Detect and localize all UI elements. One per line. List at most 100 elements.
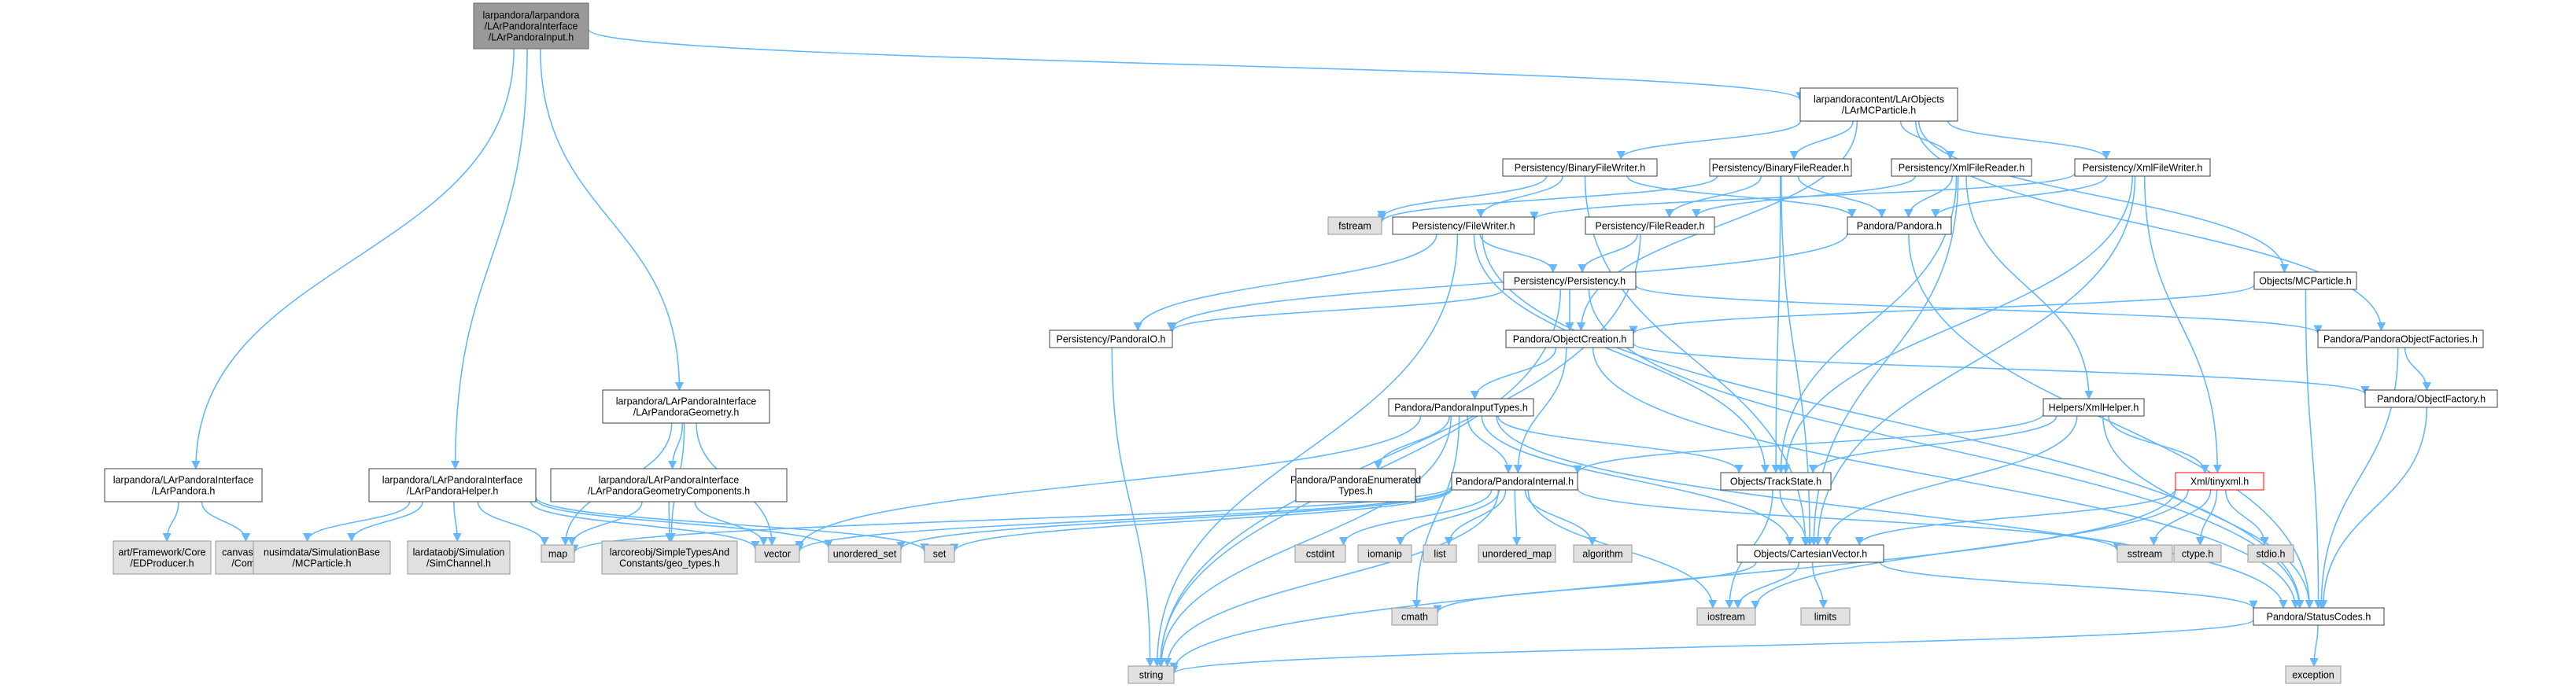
node-binfilereader[interactable]: Persistency/BinaryFileReader.h <box>1709 158 1852 177</box>
edge-lar_mcparticle-to-binfilereader <box>1789 120 1854 160</box>
node-box <box>1127 665 1175 684</box>
node-box <box>1049 329 1173 348</box>
node-box <box>1847 216 1952 235</box>
node-statuscodes[interactable]: Pandora/StatusCodes.h <box>2253 607 2385 626</box>
node-label-line: /LArPandoraHelper.h <box>407 486 499 497</box>
edge-lar_helper-to-map <box>477 501 549 547</box>
node-inputtypes[interactable]: Pandora/PandoraInputTypes.h <box>1388 398 1534 417</box>
node-binfilewriter[interactable]: Persistency/BinaryFileWriter.h <box>1502 158 1658 177</box>
node-trackstate[interactable]: Objects/TrackState.h <box>1720 472 1832 491</box>
node-objectcreation[interactable]: Pandora/ObjectCreation.h <box>1505 329 1634 348</box>
edge-lar_mcparticle-to-xmlfilereader <box>1899 120 1955 160</box>
edge-cartesian-to-limits <box>1811 561 1828 609</box>
node-box <box>2074 158 2211 177</box>
edge-lar_mcparticle-to-xmlfilewriter <box>1947 120 2111 160</box>
node-lar_helper[interactable]: larpandora/LArPandoraInterface/LArPandor… <box>368 468 537 502</box>
node-box <box>1505 329 1634 348</box>
node-label-line: Types.h <box>1338 486 1373 497</box>
edge-objectcreation-to-inputtypes <box>1470 347 1557 400</box>
edge-lar_mcparticle-to-objectfactories <box>1914 120 2386 332</box>
node-box <box>1391 607 1438 626</box>
node-box <box>1503 271 1637 290</box>
node-label-line: Objects/MCParticle.h <box>2259 276 2351 287</box>
node-pandora[interactable]: Pandora/Pandora.h <box>1847 216 1952 235</box>
edge-xmlfilereader-to-pandora <box>1904 175 1954 219</box>
node-box <box>2317 329 2484 348</box>
node-objectfactory[interactable]: Pandora/ObjectFactory.h <box>2364 389 2498 408</box>
node-objectfactories[interactable]: Pandora/PandoraObjectFactories.h <box>2317 329 2484 348</box>
edge-tinyxml-to-cartesian <box>1854 488 2176 547</box>
node-box <box>1423 544 1457 563</box>
node-ctype: ctype.h <box>2173 544 2222 563</box>
edge-xmlhelper-to-tinyxml <box>2107 415 2209 474</box>
node-limits: limits <box>1800 607 1851 626</box>
edge-inputtypes-to-cartesian <box>1481 415 1795 547</box>
node-label-line: algorithm <box>1582 549 1622 560</box>
node-internal[interactable]: Pandora/PandoraInternal.h <box>1451 472 1578 491</box>
node-filereader[interactable]: Persistency/FileReader.h <box>1585 216 1715 235</box>
node-vector: vector <box>755 544 800 563</box>
edge-internal-to-unordered_set <box>896 488 1452 550</box>
node-label-line: unordered_map <box>1482 549 1552 560</box>
node-label-line: Pandora/Pandora.h <box>1857 221 1942 232</box>
edge-trackstate-to-cartesian <box>1779 489 1811 547</box>
node-label-line: stdio.h <box>2257 549 2286 560</box>
edge-internal-to-algorithm <box>1524 489 1597 547</box>
node-objects_mcparticle[interactable]: Objects/MCParticle.h <box>2253 271 2357 290</box>
node-box <box>473 2 589 50</box>
node-cstdint: cstdint <box>1294 544 1346 563</box>
node-cartesian[interactable]: Objects/CartesianVector.h <box>1736 544 1884 563</box>
node-xmlfilereader[interactable]: Persistency/XmlFileReader.h <box>1891 158 2032 177</box>
node-label-line: unordered_set <box>833 549 897 560</box>
node-label-line: string <box>1139 670 1164 681</box>
node-lar_mcparticle[interactable]: larpandoracontent/LArObjects/LArMCPartic… <box>1799 87 1958 122</box>
edge-internal-to-string <box>1163 489 1500 668</box>
node-label-line: /MCParticle.h <box>292 558 351 569</box>
node-edproducer: art/Framework/Core/EDProducer.h <box>113 540 212 575</box>
node-label-line: Xml/tinyxml.h <box>2190 477 2249 488</box>
node-pandoraio[interactable]: Persistency/PandoraIO.h <box>1049 329 1173 348</box>
node-tinyxml[interactable]: Xml/tinyxml.h <box>2175 472 2264 491</box>
node-label-line: larpandora/LArPandoraInterface <box>616 396 757 407</box>
edge-cartesian-to-statuscodes <box>1880 561 2258 609</box>
node-lar_pandora[interactable]: larpandora/LArPandoraInterface/LArPandor… <box>104 468 263 502</box>
node-label-line: larpandora/LArPandoraInterface <box>382 475 523 486</box>
edge-xmlfilewriter-to-cartesian <box>1813 175 2136 547</box>
node-root[interactable]: larpandora/larpandora/LArPandoraInterfac… <box>473 2 589 50</box>
node-xmlhelper[interactable]: Helpers/XmlHelper.h <box>2043 398 2145 417</box>
edge-internal-to-sstream <box>1577 488 2122 552</box>
node-label-line: cstdint <box>1306 549 1335 560</box>
node-box <box>1736 544 1884 563</box>
edge-root-to-lar_helper <box>450 48 528 470</box>
node-filewriter[interactable]: Persistency/FileWriter.h <box>1392 216 1535 235</box>
edge-xmlfilewriter-to-tinyxml <box>2143 175 2222 474</box>
node-box <box>1478 544 1556 563</box>
edge-objectfactories-to-statuscodes <box>2316 347 2399 609</box>
edge-objectcreation-to-objectfactory <box>1633 342 2370 396</box>
edge-xmlhelper-to-trackstate <box>1808 415 2057 474</box>
node-box <box>2173 544 2222 563</box>
node-label-line: Objects/CartesianVector.h <box>1754 549 1868 560</box>
edge-persistency-to-pandoraio <box>1168 289 1504 333</box>
node-label-line: Constants/geo_types.h <box>619 558 720 569</box>
edge-lar_helper-to-simchannel <box>452 501 462 543</box>
node-stdio: stdio.h <box>2247 544 2294 563</box>
node-label-line: /LArPandora.h <box>152 486 216 497</box>
node-box <box>1799 87 1958 122</box>
node-label-line: /SimChannel.h <box>426 558 491 569</box>
edge-filewriter-to-trackstate <box>1473 234 1770 474</box>
node-label-line: larcoreobj/SimpleTypesAnd <box>610 547 729 558</box>
node-persistency[interactable]: Persistency/Persistency.h <box>1503 271 1637 290</box>
edge-lar_helper-to-unordered_set <box>535 499 833 549</box>
edge-filereader-to-persistency <box>1578 234 1638 274</box>
node-box <box>2253 271 2357 290</box>
node-label-line: /LArPandoraGeometry.h <box>633 407 740 418</box>
node-box <box>1709 158 1852 177</box>
node-lar_geometry[interactable]: larpandora/LArPandoraInterface/LArPandor… <box>602 389 770 424</box>
edge-tinyxml-to-string <box>1169 489 2176 672</box>
node-box <box>1573 544 1633 563</box>
node-lar_geomcomponents[interactable]: larpandora/LArPandoraInterface/LArPandor… <box>550 468 788 502</box>
edge-objectfactories-to-objectfactory <box>2404 347 2431 392</box>
node-xmlfilewriter[interactable]: Persistency/XmlFileWriter.h <box>2074 158 2211 177</box>
